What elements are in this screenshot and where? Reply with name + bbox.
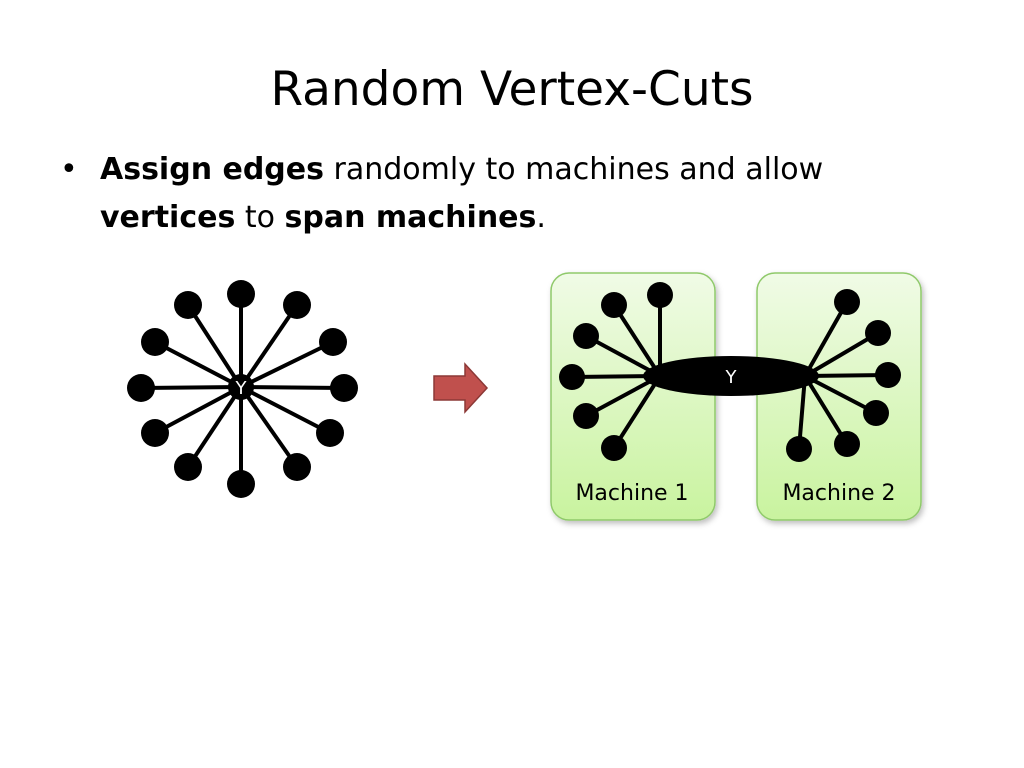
machine-1-leaf-vertex (573, 403, 599, 429)
star-leaf-vertex (283, 291, 311, 319)
star-leaf-vertex (174, 453, 202, 481)
machine-2-edge (803, 374, 849, 446)
slide-title: Random Vertex-Cuts (270, 62, 754, 117)
machine-2-leaf-vertex (865, 320, 891, 346)
machine-1-leaf-vertex (559, 364, 585, 390)
bullet-text-vertices: vertices (100, 200, 236, 235)
machine-2-edges (797, 301, 889, 450)
star-edge (186, 303, 243, 389)
machine-1-edge (585, 374, 661, 418)
star-leaf-vertex (174, 291, 202, 319)
machine-1-leaf-vertex (573, 323, 599, 349)
star-leaf-vertex (319, 328, 347, 356)
star-edge (154, 340, 242, 389)
star-edge (239, 385, 299, 469)
machine-2-edge (803, 301, 849, 377)
star-edge (154, 385, 242, 435)
bullet-marker: • (60, 152, 78, 187)
star-edge (240, 385, 345, 390)
machine-2-label: Machine 2 (782, 481, 895, 506)
machine-2-leaf-vertex (834, 289, 860, 315)
bullet-text: Assign edges randomly to machines and al… (100, 146, 960, 242)
machine-1-edge (612, 303, 662, 378)
machine-1-leaves (559, 282, 673, 461)
bullet-item: • Assign edges randomly to machines and … (60, 146, 960, 242)
star-leaves (127, 280, 358, 498)
machine-1-leaf-vertex (601, 292, 627, 318)
star-leaf-vertex (283, 453, 311, 481)
star-edges (140, 294, 345, 484)
machine-1-leaf-vertex (601, 435, 627, 461)
machine-2-subgraph (786, 289, 901, 462)
bullet-text-randomly: randomly to machines and allow (324, 152, 824, 187)
split-vertex-label: Y (725, 367, 738, 388)
machine-1-leaf-vertex (647, 282, 673, 308)
bullet-text-to: to (235, 200, 285, 235)
machine-2-leaves (786, 289, 901, 462)
machine-1-label: Machine 1 (575, 481, 688, 506)
machine-1-edges (571, 295, 662, 450)
star-edge (240, 340, 334, 389)
star-leaf-vertex (316, 419, 344, 447)
machine-2-leaf-vertex (786, 436, 812, 462)
machine-1-edge (585, 334, 661, 378)
star-leaf-vertex (127, 374, 155, 402)
machine-1: Machine 1 (550, 272, 716, 521)
machine-2-edge (804, 374, 877, 415)
star-graph: Y (127, 280, 358, 498)
star-center-vertex (228, 374, 254, 400)
split-vertex (643, 356, 819, 396)
machine-1-subgraph (559, 282, 673, 461)
transform-arrow (433, 362, 489, 414)
star-edge (140, 385, 242, 390)
star-leaf-vertex (227, 470, 255, 498)
star-leaf-vertex (227, 280, 255, 308)
machine-2-leaf-vertex (875, 362, 901, 388)
star-leaf-vertex (330, 374, 358, 402)
star-edge (239, 303, 299, 389)
star-center-label: Y (235, 378, 248, 399)
bullet-text-span-machines: span machines (284, 200, 537, 235)
machine-2-leaf-vertex (863, 400, 889, 426)
star-leaf-vertex (141, 419, 169, 447)
bullet-text-assign-edges: Assign edges (100, 152, 324, 187)
machine-2-edge (803, 331, 880, 378)
star-edge (240, 385, 331, 435)
bullet-text-period: . (536, 200, 546, 235)
star-leaf-vertex (141, 328, 169, 356)
machine-2-leaf-vertex (834, 431, 860, 457)
machine-1-edge (612, 374, 662, 450)
star-edge (186, 385, 243, 469)
